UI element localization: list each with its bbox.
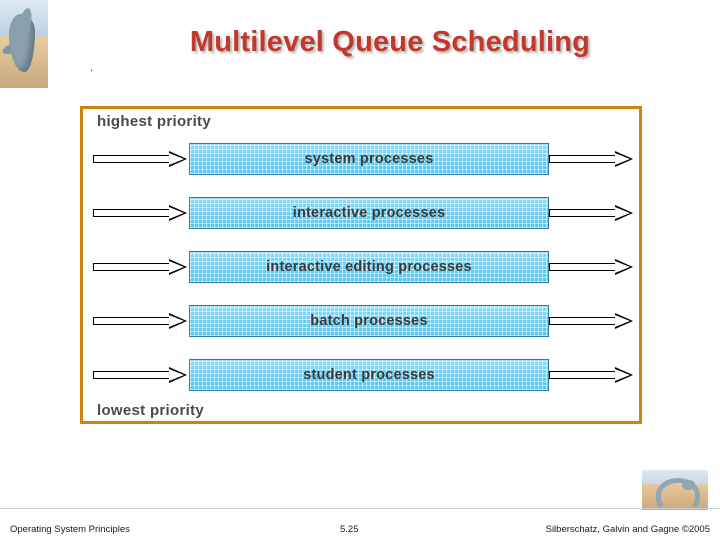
multilevel-queue-diagram: highest priority lowest priority system … — [80, 106, 642, 424]
arrow-shaft — [93, 317, 171, 325]
footer-course-name: Operating System Principles — [10, 524, 130, 535]
artwork-dinosaur-head — [682, 480, 695, 490]
artwork-dinosaur-body — [656, 478, 700, 510]
arrow-head-fill — [169, 206, 184, 219]
arrow-shaft — [549, 317, 617, 325]
arrow-head-fill — [169, 152, 184, 165]
queue-outbound-arrow-icon — [549, 151, 639, 167]
queue-outbound-arrow-icon — [549, 205, 639, 221]
highest-priority-label: highest priority — [97, 113, 211, 130]
queue-row: interactive processes — [83, 197, 639, 229]
queue-row: interactive editing processes — [83, 251, 639, 283]
arrow-shaft — [93, 209, 171, 217]
footer-slide-number: 5.25 — [340, 524, 359, 535]
queue-inbound-arrow-icon — [93, 259, 189, 275]
page-title: Multilevel Queue Scheduling — [189, 26, 591, 58]
queue-row: student processes — [83, 359, 639, 391]
arrow-shaft — [549, 209, 617, 217]
queue-outbound-arrow-icon — [549, 367, 639, 383]
queue-box: student processes — [189, 359, 549, 391]
queue-inbound-arrow-icon — [93, 205, 189, 221]
arrow-shaft — [93, 371, 171, 379]
arrow-shaft — [93, 263, 171, 271]
footer-divider — [0, 508, 720, 509]
queue-box: batch processes — [189, 305, 549, 337]
arrow-head-fill — [169, 368, 184, 381]
queue-outbound-arrow-icon — [549, 259, 639, 275]
corner-dinosaur-artwork — [0, 0, 48, 88]
queue-row: system processes — [83, 143, 639, 175]
arrow-shaft — [93, 155, 171, 163]
queue-box: interactive processes — [189, 197, 549, 229]
arrow-head-fill — [169, 314, 184, 327]
queue-outbound-arrow-icon — [549, 313, 639, 329]
arrow-shaft — [549, 155, 617, 163]
title-tick-mark: . — [90, 62, 94, 74]
queue-inbound-arrow-icon — [93, 367, 189, 383]
arrow-head-fill — [615, 206, 630, 219]
arrow-head-fill — [615, 152, 630, 165]
queue-box: interactive editing processes — [189, 251, 549, 283]
arrow-head-fill — [615, 314, 630, 327]
footer-copyright: Silberschatz, Galvin and Gagne ©2005 — [545, 524, 710, 535]
footer-dinosaur-artwork — [642, 470, 708, 510]
lowest-priority-label: lowest priority — [97, 402, 205, 419]
queue-inbound-arrow-icon — [93, 151, 189, 167]
arrow-head-fill — [169, 260, 184, 273]
arrow-head-fill — [615, 260, 630, 273]
queue-box: system processes — [189, 143, 549, 175]
arrow-shaft — [549, 371, 617, 379]
arrow-head-fill — [615, 368, 630, 381]
queue-row: batch processes — [83, 305, 639, 337]
queue-inbound-arrow-icon — [93, 313, 189, 329]
arrow-shaft — [549, 263, 617, 271]
